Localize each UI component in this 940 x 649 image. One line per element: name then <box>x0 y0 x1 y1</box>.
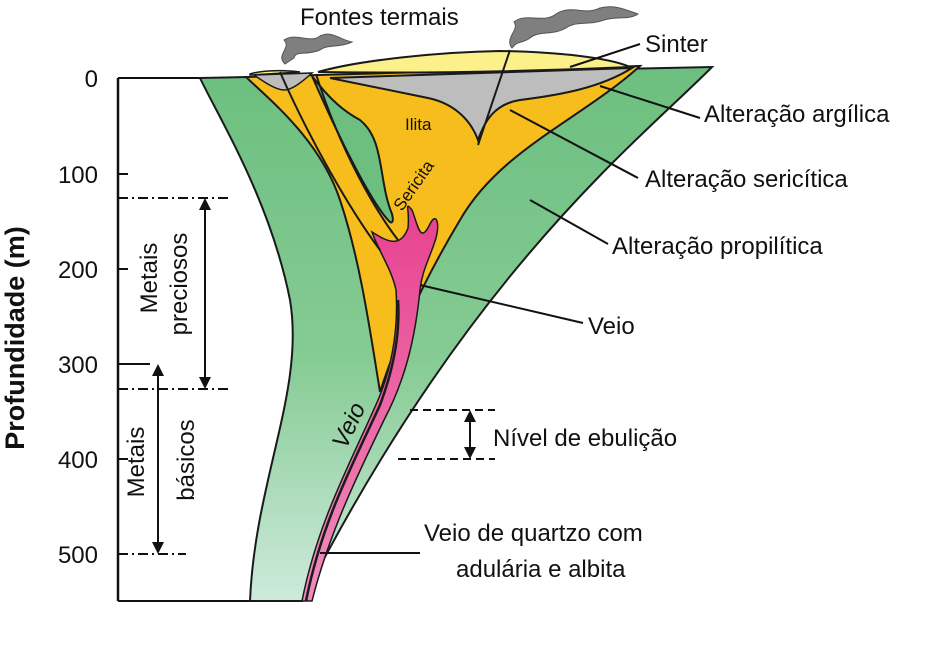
vein-line <box>304 299 400 602</box>
sinter-small <box>249 69 301 76</box>
sinter-cap <box>317 49 631 74</box>
illite-label: Ilita <box>405 115 432 134</box>
tick-label: 100 <box>58 162 98 189</box>
sinter-label: Sinter <box>645 31 708 58</box>
metal-zones <box>118 197 230 555</box>
precious-metals-line1: Metais <box>136 243 163 314</box>
sericitic-label: Alteração sericítica <box>645 166 848 193</box>
tick-label: 400 <box>58 447 98 474</box>
argillic-label: Alteração argílica <box>704 101 890 128</box>
vein-label: Veio <box>588 313 635 340</box>
boiling-level-marker <box>398 409 495 460</box>
propylitic-label: Alteração propilítica <box>612 233 823 260</box>
fluid-channels <box>279 49 511 251</box>
argillic-small <box>251 72 315 91</box>
quartz-vein-label-line2: adulária e albita <box>456 556 626 583</box>
base-metals-line2: básicos <box>173 419 200 500</box>
steam-plume-left <box>281 33 354 65</box>
tick-label: 500 <box>58 542 98 569</box>
steam-plume-right <box>509 6 640 49</box>
axis-title: Profundidade (m) <box>0 226 30 450</box>
hot-springs-label: Fontes termais <box>300 4 459 31</box>
base-metals-line1: Metais <box>123 427 150 498</box>
tick-label: 200 <box>58 257 98 284</box>
tick-label: 300 <box>58 352 98 379</box>
precious-metals-line2: preciosos <box>166 233 193 336</box>
base-metals-label: Metais básicos <box>123 419 200 500</box>
leader-lines <box>320 43 701 554</box>
propylitic-zone <box>198 65 715 602</box>
depth-axis: 0 100 200 300 400 500 Profundidade (m) <box>0 66 250 602</box>
propylitic-tongue <box>311 75 394 224</box>
precious-metals-label: Metais preciosos <box>136 233 193 336</box>
argillic-zone <box>329 66 636 143</box>
boiling-level-label: Nível de ebulição <box>493 425 677 452</box>
quartz-vein-label-line1: Veio de quartzo com <box>424 520 643 547</box>
tick-label: 0 <box>85 66 98 93</box>
